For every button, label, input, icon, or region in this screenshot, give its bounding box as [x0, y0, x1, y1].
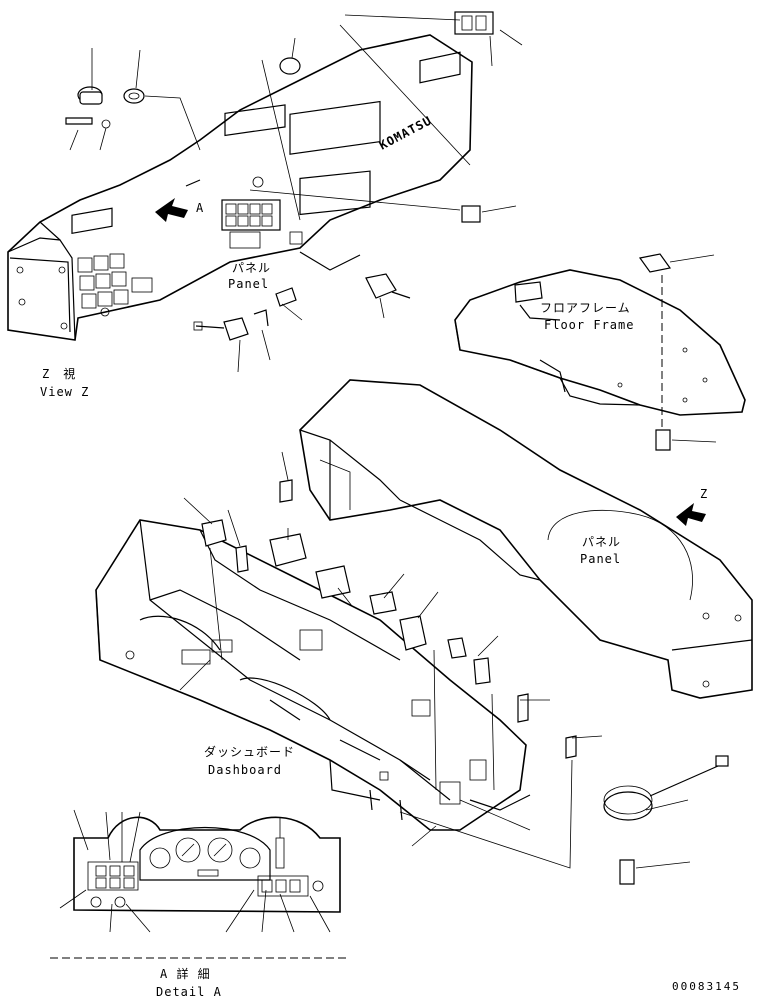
- clip-part: [461, 205, 481, 223]
- dashboard-label-jp: ダッシュボード: [204, 744, 295, 759]
- bolt-part: [655, 429, 671, 451]
- floor-frame-label-jp: フロアフレーム: [540, 301, 631, 315]
- panel-view-z: KOMATSU A パネル Panel Z 視 V: [7, 11, 523, 399]
- panel-right-label-jp: パネル: [582, 535, 621, 549]
- view-z-label-en: View Z: [40, 385, 89, 399]
- dashboard-frame: ダッシュボード Dashboard: [95, 451, 729, 885]
- bolt-part-4: [565, 735, 577, 759]
- pad-part-2: [315, 565, 351, 599]
- direction-arrow-z-icon: [676, 503, 706, 526]
- bolt-part-5: [619, 859, 635, 885]
- dashboard-label-en: Dashboard: [208, 763, 282, 777]
- direction-arrow-icon: [155, 198, 188, 222]
- speaker-part: [603, 791, 653, 821]
- z-letter: Z: [700, 487, 708, 501]
- detail-a-view: A 詳 細 Detail A: [50, 809, 350, 997]
- sensor-part: [365, 273, 397, 299]
- grommet-part: [279, 57, 301, 75]
- relay-part-2: [399, 615, 427, 651]
- bolt-part-2: [279, 479, 293, 503]
- drawing-code: 00083145: [672, 980, 741, 993]
- view-z-label-jp: Z 視: [42, 366, 76, 381]
- view-letter-a: A: [196, 201, 204, 215]
- relay-part: [223, 317, 249, 341]
- pad-part: [269, 533, 307, 567]
- panel-label-jp: パネル: [232, 261, 271, 275]
- screw-part-3: [369, 591, 397, 615]
- detail-a-label-jp: A 詳 細: [160, 966, 211, 981]
- panel-right-label-en: Panel: [580, 552, 621, 566]
- bolt-part-3: [517, 693, 529, 723]
- floor-frame-part: フロアフレーム Floor Frame: [454, 253, 746, 451]
- screw-part-2: [235, 545, 249, 573]
- switch-box-part: [201, 519, 227, 547]
- panel-assembly: Z パネル Panel: [299, 379, 753, 699]
- screw-part: [275, 287, 297, 307]
- bracket-part: [638, 253, 672, 273]
- screw-part-4: [447, 637, 467, 659]
- ring-part: [123, 88, 145, 104]
- brand-logo: KOMATSU: [377, 113, 434, 152]
- detail-a-label-en: Detail A: [156, 985, 222, 997]
- panel-label-en: Panel: [228, 277, 269, 291]
- floor-frame-label-en: Floor Frame: [544, 318, 634, 332]
- connector-part: [454, 11, 494, 35]
- buzzer-part: [473, 657, 491, 685]
